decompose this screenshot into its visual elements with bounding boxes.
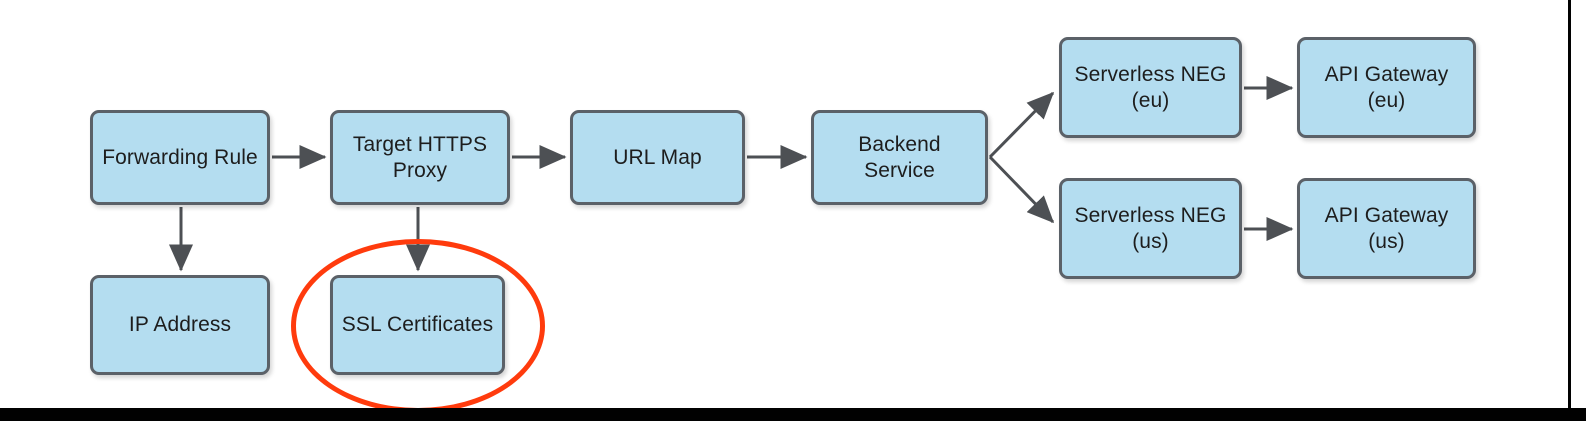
node-api-gateway-eu[interactable]: API Gateway (eu) bbox=[1297, 37, 1476, 138]
node-serverless-neg-us[interactable]: Serverless NEG (us) bbox=[1059, 178, 1242, 279]
node-label-line1: Serverless NEG bbox=[1074, 62, 1227, 86]
node-url-map[interactable]: URL Map bbox=[570, 110, 745, 205]
node-label-line1: API Gateway bbox=[1324, 203, 1449, 227]
frame-bottom-band bbox=[0, 408, 1586, 421]
node-label-line2: (us) bbox=[1132, 229, 1169, 253]
edge-backend-service-to-serverless-neg-us bbox=[988, 155, 1055, 224]
node-label-line1: Serverless NEG bbox=[1074, 203, 1227, 227]
node-backend-service[interactable]: Backend Service bbox=[811, 110, 988, 205]
node-ip-address[interactable]: IP Address bbox=[90, 275, 270, 375]
node-label: Backend Service bbox=[858, 132, 941, 182]
node-label-line2: (us) bbox=[1368, 229, 1405, 253]
node-label: Forwarding Rule bbox=[102, 145, 258, 169]
node-label-line2: (eu) bbox=[1131, 88, 1170, 112]
node-serverless-neg-eu[interactable]: Serverless NEG (eu) bbox=[1059, 37, 1242, 138]
node-label: IP Address bbox=[128, 313, 232, 337]
node-api-gateway-us[interactable]: API Gateway (us) bbox=[1297, 178, 1476, 279]
node-label-line1: API Gateway bbox=[1324, 62, 1449, 86]
edge-backend-service-to-serverless-neg-eu bbox=[988, 91, 1055, 159]
node-label-line2: (eu) bbox=[1367, 88, 1406, 112]
frame-right-rule bbox=[1568, 0, 1571, 410]
node-label-line2: Proxy bbox=[392, 158, 448, 182]
node-target-https-proxy[interactable]: Target HTTPS Proxy bbox=[330, 110, 510, 205]
node-label: URL Map bbox=[613, 145, 702, 169]
node-label-line1: Target HTTPS bbox=[352, 132, 488, 156]
node-forwarding-rule[interactable]: Forwarding Rule bbox=[90, 110, 270, 205]
highlight-ellipse-ssl-certificates bbox=[291, 239, 545, 413]
